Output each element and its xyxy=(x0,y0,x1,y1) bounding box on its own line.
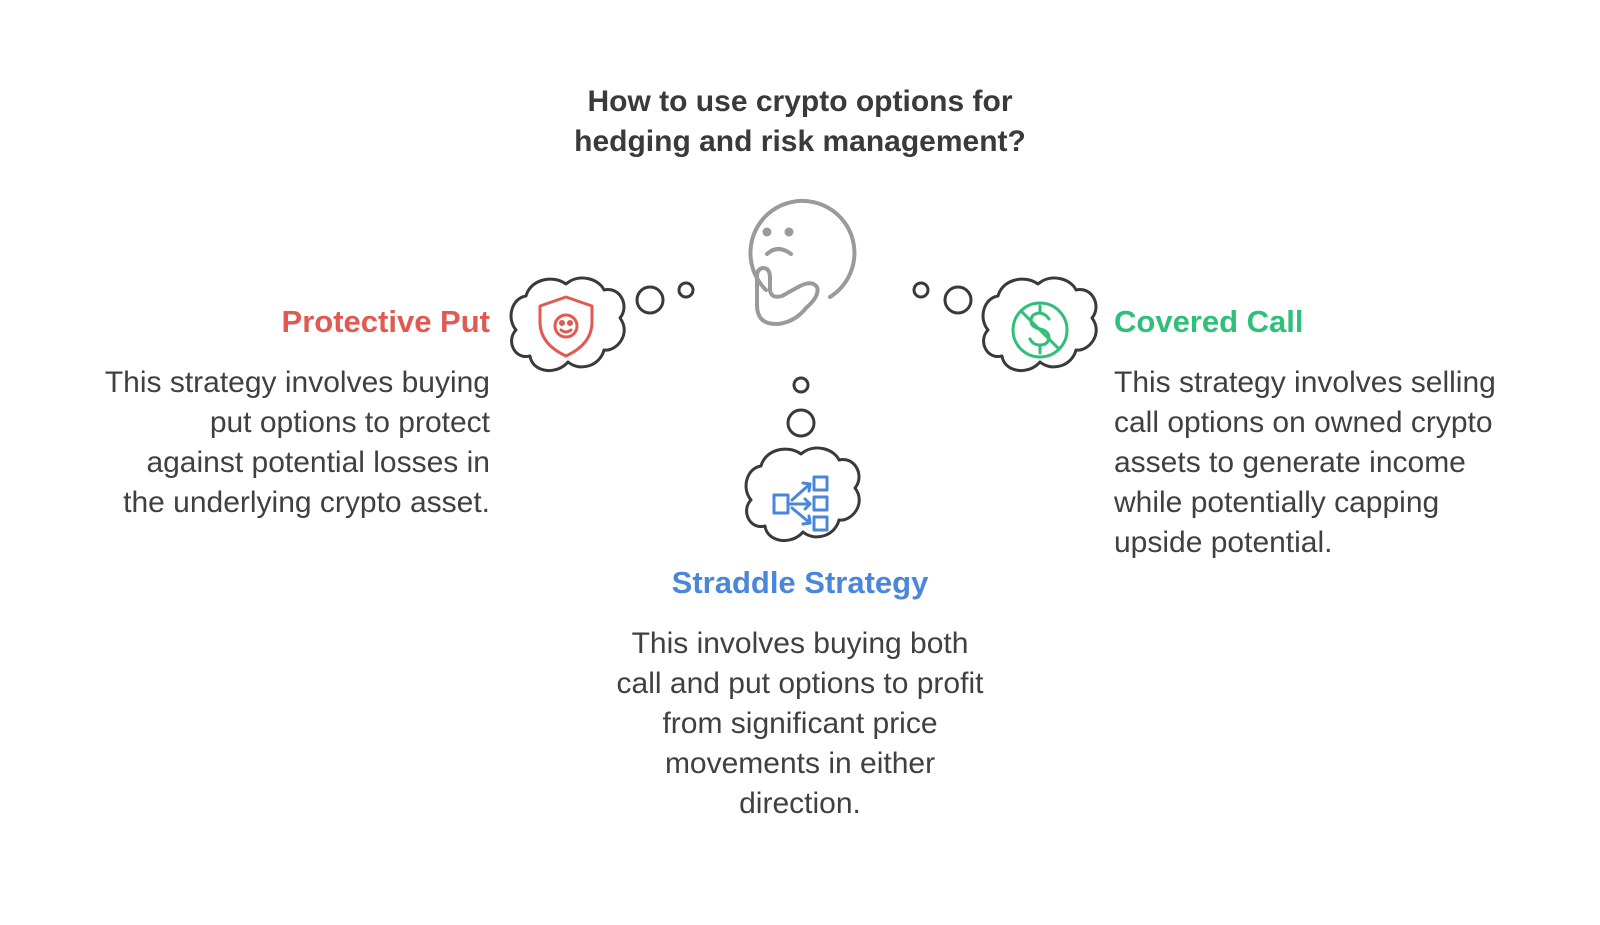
title-line-2: hedging and risk management? xyxy=(574,125,1026,158)
protective-put-line: put options to protect xyxy=(209,406,490,439)
straddle-strategy-description: This involves buying both call and put o… xyxy=(560,624,1040,824)
straddle-strategy-line: call and put options to profit xyxy=(616,667,984,700)
thinking-face-icon xyxy=(748,198,857,327)
straddle-strategy-heading: Straddle Strategy xyxy=(671,565,929,600)
straddle-strategy-line: movements in either xyxy=(664,747,936,780)
protective-put-description: This strategy involves buying put option… xyxy=(105,363,490,523)
covered-call-line: call options on owned crypto xyxy=(1114,406,1493,439)
covered-call-line: assets to generate income xyxy=(1114,446,1466,479)
straddle-strategy-cloud xyxy=(744,446,861,542)
covered-call-line: This strategy involves selling xyxy=(1114,366,1496,399)
straddle-strategy-line: from significant price xyxy=(662,707,938,740)
straddle-strategy-line: direction. xyxy=(739,787,861,820)
covered-call-line: while potentially capping xyxy=(1114,486,1440,519)
covered-call-cloud xyxy=(981,276,1098,372)
protective-put-line: against potential losses in xyxy=(146,446,490,479)
shield-icon xyxy=(538,295,594,358)
thought-dots xyxy=(635,281,973,438)
no-dollar-icon xyxy=(1011,301,1069,359)
branching-icon xyxy=(772,475,829,532)
diagram-title: How to use crypto options for hedging an… xyxy=(500,82,1100,162)
protective-put-heading: Protective Put xyxy=(281,304,490,339)
title-line-1: How to use crypto options for xyxy=(587,85,1013,118)
protective-put-line: This strategy involves buying xyxy=(104,366,490,399)
covered-call-description: This strategy involves selling call opti… xyxy=(1114,363,1496,563)
straddle-strategy-line: This involves buying both xyxy=(631,627,969,660)
protective-put-cloud xyxy=(509,276,626,372)
covered-call-heading: Covered Call xyxy=(1114,304,1304,339)
protective-put-line: the underlying crypto asset. xyxy=(123,486,490,519)
covered-call-line: upside potential. xyxy=(1114,526,1333,559)
